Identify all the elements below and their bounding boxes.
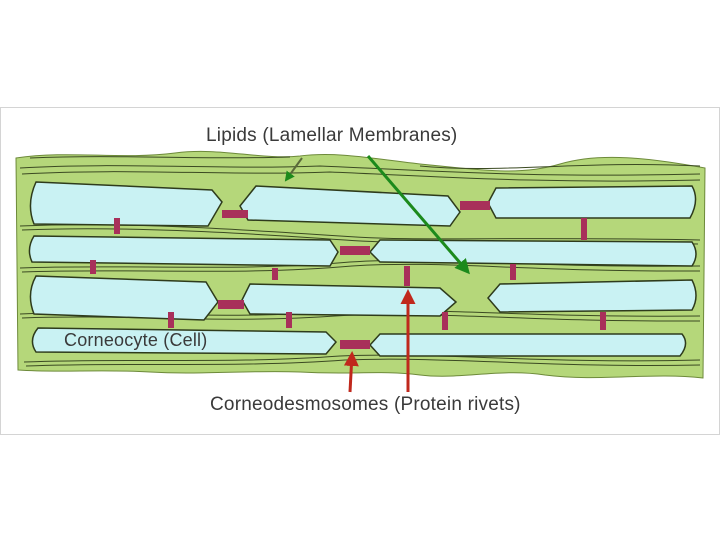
corneocyte-cell (29, 181, 223, 227)
rivet (600, 312, 606, 330)
corneocyte-cell (487, 185, 697, 219)
corneocyte-cell (368, 333, 687, 357)
corneocyte-cell (31, 327, 338, 355)
rivet (168, 312, 174, 328)
rivet (581, 218, 587, 240)
rivet-pointer-arrow (343, 351, 359, 393)
corneodesmosomes (90, 201, 606, 349)
corneocyte-cell (239, 185, 461, 227)
rivet (510, 264, 516, 280)
rivet (114, 218, 120, 234)
corneocyte-cell (368, 239, 697, 267)
rivet (340, 340, 370, 349)
corneocyte-label: Corneocyte (Cell) (64, 330, 208, 350)
corneocytes (28, 181, 697, 357)
corneocyte-cell (487, 279, 697, 313)
rivet (90, 260, 96, 274)
rivet (218, 300, 244, 309)
rivet (222, 210, 248, 218)
corneodesmosomes-label: Corneodesmosomes (Protein rivets) (210, 394, 521, 415)
lipids-pointer-arrow (366, 155, 470, 275)
rivet (442, 312, 448, 330)
rivet (340, 246, 370, 255)
rivet (404, 266, 410, 286)
rivet (272, 268, 278, 280)
lipids-label: Lipids (Lamellar Membranes) (206, 125, 458, 146)
corneocyte-cell (241, 283, 458, 317)
corneocyte-cell (28, 235, 339, 267)
rivet (286, 312, 292, 328)
corneocyte-cell (29, 275, 219, 321)
rivet (460, 201, 490, 210)
lipids-pointer-short (284, 157, 303, 182)
